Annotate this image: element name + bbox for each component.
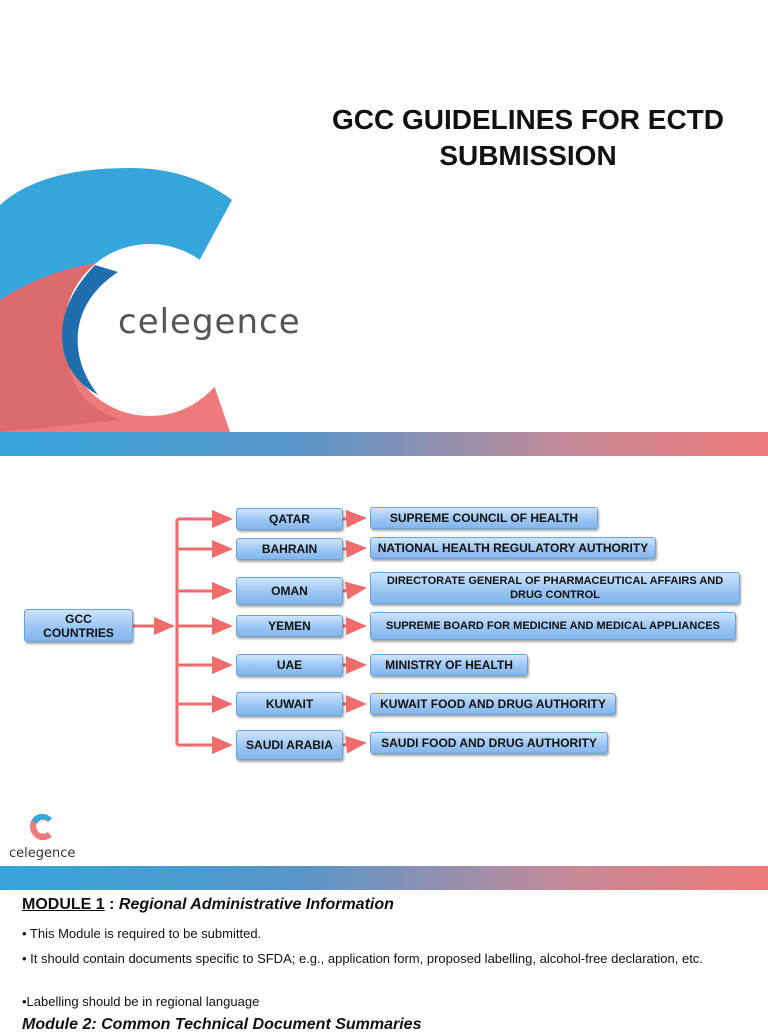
logo-wordmark: celegence [118,302,301,342]
country-node: QATAR [236,508,343,530]
root-line-1: GCC [65,611,92,626]
authority-node: SUPREME COUNCIL OF HEALTH [370,507,598,529]
gcc-diagram-slide: GCC COUNTRIES QATAR SUPREME COUNCIL OF HE… [0,456,768,866]
page-title: GCC GUIDELINES FOR ECTD SUBMISSION [288,102,768,174]
title-slide: GCC GUIDELINES FOR ECTD SUBMISSION celeg… [0,0,768,432]
country-node: BAHRAIN [236,538,343,560]
link-arrow [342,509,367,528]
module-label: MODULE 1 [22,896,105,913]
gradient-divider-2 [0,866,768,890]
root-node-gcc-countries: GCC COUNTRIES [24,609,133,642]
country-node: YEMEN [236,615,343,637]
title-line-1: GCC GUIDELINES FOR ECTD [331,104,724,135]
gradient-divider [0,432,768,456]
bullet-item: • This Module is required to be submitte… [22,926,262,941]
authority-node: DIRECTORATE GENERAL OF PHARMACEUTICAL AF… [370,572,740,604]
country-node: OMAN [236,577,343,605]
logo-wordmark-small: celegence [9,846,76,861]
authority-node: SAUDI FOOD AND DRUG AUTHORITY [370,732,608,754]
country-node: UAE [236,654,343,676]
celegence-small-logo-icon [30,813,52,841]
link-arrow [342,539,367,558]
country-node: SAUDI ARABIA [236,730,343,760]
module-heading: MODULE 1 : Regional Administrative Infor… [22,896,394,914]
authority-node: NATIONAL HEALTH REGULATORY AUTHORITY [370,537,656,559]
link-arrow [342,581,367,600]
module-2-heading: Module 2: Common Technical Document Summ… [22,1016,422,1033]
connector-arrows [133,509,367,754]
celegence-logo-graphic [0,168,236,432]
title-line-2: SUBMISSION [439,140,617,171]
module-title: Regional Administrative Information [118,896,394,913]
module-slide: MODULE 1 : Regional Administrative Infor… [0,890,768,1033]
authority-node: MINISTRY OF HEALTH [370,654,528,676]
root-line-2: COUNTRIES [43,625,114,640]
module-separator: : [104,896,119,913]
bullet-item: • It should contain documents specific t… [22,951,703,966]
bullet-item: •Labelling should be in regional languag… [22,994,260,1009]
authority-node: KUWAIT FOOD AND DRUG AUTHORITY [370,693,616,715]
authority-node: SUPREME BOARD FOR MEDICINE AND MEDICAL A… [370,612,736,640]
country-node: KUWAIT [236,692,343,716]
link-arrow [342,735,367,754]
